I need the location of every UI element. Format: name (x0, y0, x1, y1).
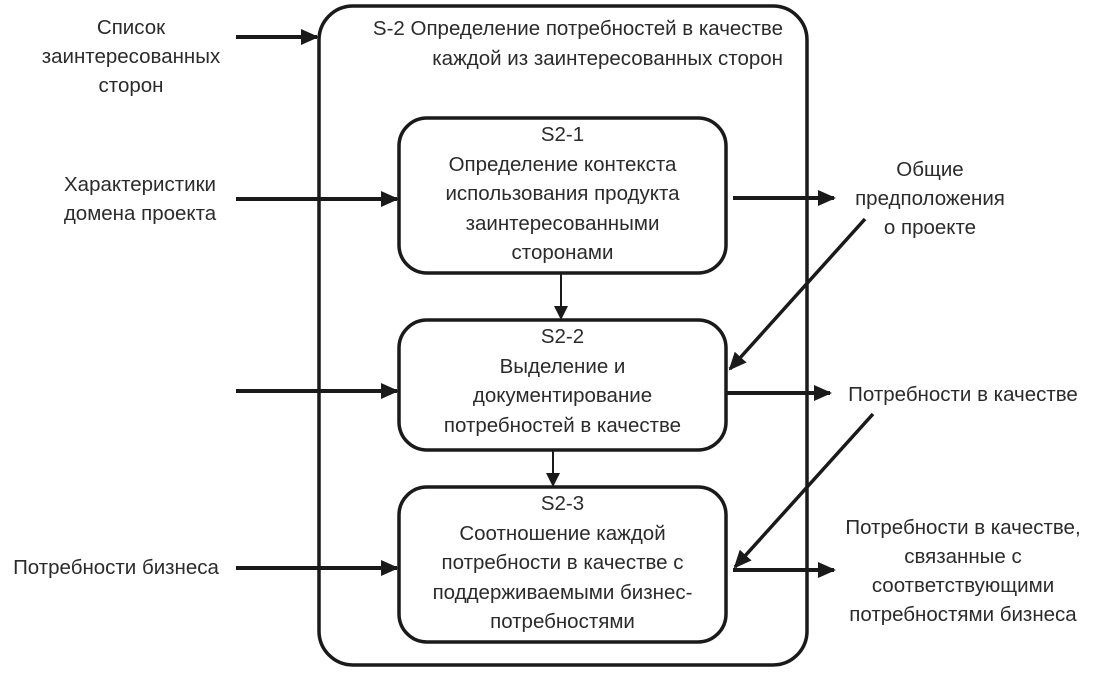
step-label-line: Соотношение каждой (459, 521, 666, 545)
step-label-line: потребности в качестве с (441, 551, 684, 574)
step-s2-2-text: S2-2 Выделение и документирование потреб… (399, 322, 726, 440)
label-line: Характеристики (64, 173, 216, 196)
feedback-arrow-quality-needs-to-s2-3 (733, 412, 875, 569)
label-line: соответствующими (871, 574, 1055, 597)
label-line: Список (96, 16, 166, 39)
label-line: предположения (855, 187, 1005, 210)
step-label-line: потребностей в качестве (443, 413, 682, 437)
step-id: S2-1 (540, 123, 585, 146)
input-label-business-needs: Потребности бизнеса (0, 553, 232, 582)
process-title: S-2 Определение потребностей в качестве … (373, 14, 783, 74)
step-label-line: сторонами (511, 241, 614, 264)
process-title-line: каждой из заинтересованных сторон (432, 47, 783, 70)
step-s2-1-text: S2-1 Определение контекста использования… (399, 120, 726, 268)
step-label-line: использования продукта (445, 182, 680, 205)
label-line: домена проекта (63, 202, 217, 225)
step-label-line: заинтересованными (465, 211, 660, 235)
step-box-s2-3 (397, 485, 728, 644)
process-title-line: S-2 Определение потребностей в качестве (372, 17, 783, 40)
step-id: S2-3 (540, 492, 585, 515)
step-label-line: потребностями (490, 610, 635, 633)
input-label-domain-characteristics: Характеристики домена проекта (40, 170, 240, 228)
label-line: сторон (98, 74, 164, 97)
step-label-line: Определение контекста (448, 152, 677, 176)
label-line: связанные с (904, 545, 1022, 568)
output-label-project-assumptions: Общие предположения о проекте (830, 155, 1030, 242)
feedback-arrow-assumptions-to-s2-2 (728, 217, 867, 371)
label-line: потребностями бизнеса (849, 603, 1077, 626)
step-s2-3-text: S2-3 Соотношение каждой потребности в ка… (399, 489, 726, 637)
step-box-s2-1 (397, 116, 728, 275)
label-line: Потребности в качестве (848, 383, 1078, 406)
output-label-linked-quality-needs: Потребности в качестве, связанные с соот… (832, 513, 1094, 629)
step-box-s2-2 (397, 318, 728, 452)
step-label-line: Выделение и (499, 354, 626, 378)
label-line: Потребности бизнеса (13, 556, 219, 579)
step-label-line: поддерживаемыми бизнес- (432, 580, 693, 604)
input-label-stakeholder-list: Список заинтересованных сторон (20, 13, 242, 100)
process-container-s2 (317, 4, 809, 667)
output-label-quality-needs: Потребности в качестве (832, 380, 1094, 409)
step-label-line: документирование (472, 384, 653, 407)
label-line: Общие (896, 158, 964, 181)
label-line: заинтересованных (41, 45, 221, 68)
label-line: Потребности в качестве, (845, 516, 1081, 539)
label-line: о проекте (883, 216, 977, 239)
step-id: S2-2 (540, 325, 585, 348)
